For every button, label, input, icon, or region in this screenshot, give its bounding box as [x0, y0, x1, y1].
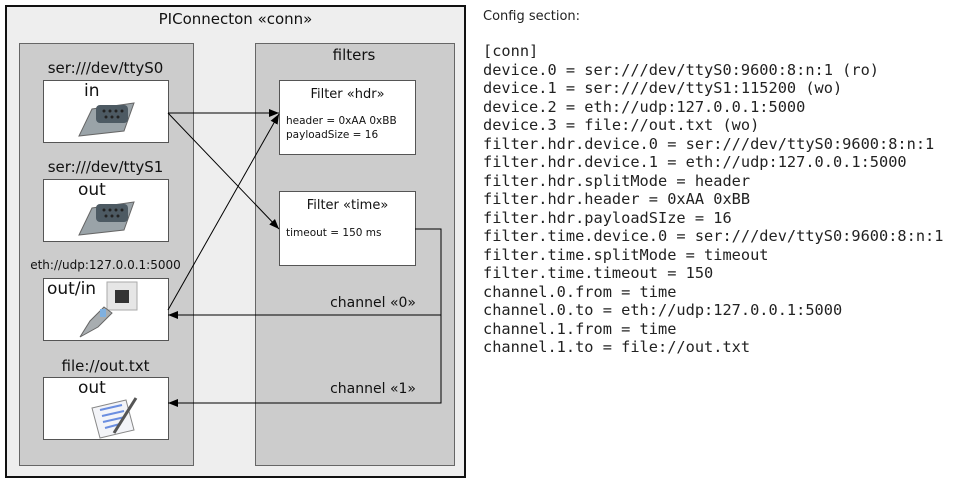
config-line: channel.0.to = eth://udp:127.0.0.1:5000	[483, 301, 843, 319]
device-label: file://out.txt	[61, 357, 150, 375]
device-eth: out/in	[43, 278, 169, 341]
channel-0-label: channel «0»	[330, 295, 416, 311]
config-line: device.3 = file://out.txt (wo)	[483, 116, 760, 134]
config-line: device.2 = eth://udp:127.0.0.1:5000	[483, 97, 806, 116]
filter-time: Filter «time» timeout = 150 ms	[279, 191, 416, 266]
channel-1-label: channel «1»	[330, 381, 416, 397]
config-line: [conn]	[483, 42, 539, 60]
filter-hdr: Filter «hdr» header = 0xAA 0xBB payloadS…	[279, 80, 416, 155]
config-line: channel.1.from = time	[483, 319, 677, 338]
config-line: device.0 = ser:///dev/ttyS0:9600:8:n:1 (…	[483, 60, 880, 79]
config-line: device.1 = ser:///dev/ttyS1:115200 (wo)	[483, 79, 843, 97]
config-title: Config section:	[483, 9, 581, 24]
config-line: channel.1.to = file://out.txt	[483, 338, 751, 356]
device-direction: out	[78, 378, 106, 398]
device-label: ser:///dev/ttyS1	[47, 158, 164, 176]
config-line: filter.time.device.0 = ser:///dev/ttyS0:…	[483, 227, 944, 245]
channel-0-line	[168, 228, 442, 319]
config-line: filter.hdr.device.1 = eth://udp:127.0.0.…	[483, 153, 907, 171]
serial-port-icon	[78, 201, 135, 236]
config-line: filter.hdr.device.0 = ser:///dev/ttyS0:9…	[483, 134, 935, 153]
device-label: eth://udp:127.0.0.1:5000	[30, 258, 181, 272]
device-ttyS0: in	[43, 80, 169, 143]
filter-params: header = 0xAA 0xBB payloadSize = 16	[286, 115, 397, 141]
config-line: filter.hdr.splitMode = header	[483, 171, 751, 190]
connection-title: PIConnecton «conn»	[158, 10, 313, 28]
config-line: filter.hdr.header = 0xAA 0xBB	[483, 190, 751, 208]
serial-port-icon	[78, 102, 135, 137]
device-direction: out/in	[47, 279, 97, 299]
arrow-eth-to-hdr	[167, 113, 280, 311]
ethernet-port-icon	[79, 281, 138, 338]
text-file-icon	[91, 397, 138, 439]
config-line: filter.time.timeout = 150	[483, 264, 714, 282]
device-file: out	[43, 377, 169, 440]
device-direction: in	[84, 81, 100, 101]
filters-panel-title: filters	[332, 46, 376, 64]
device-label: ser:///dev/ttyS0	[47, 59, 164, 77]
filter-params: timeout = 150 ms	[286, 227, 382, 239]
filter-title: Filter «hdr»	[310, 87, 385, 102]
config-line: filter.hdr.payloadSIze = 16	[483, 208, 732, 227]
config-listing: [conn]device.0 = ser:///dev/ttyS0:9600:8…	[483, 42, 943, 357]
channel-1-line	[168, 315, 442, 407]
config-line: filter.time.splitMode = timeout	[483, 245, 769, 264]
config-line: channel.0.from = time	[483, 282, 677, 301]
arrow-ttyS0-to-time	[167, 112, 280, 230]
filter-title: Filter «time»	[306, 198, 389, 213]
device-direction: out	[78, 180, 106, 200]
device-ttyS1: out	[43, 179, 169, 242]
